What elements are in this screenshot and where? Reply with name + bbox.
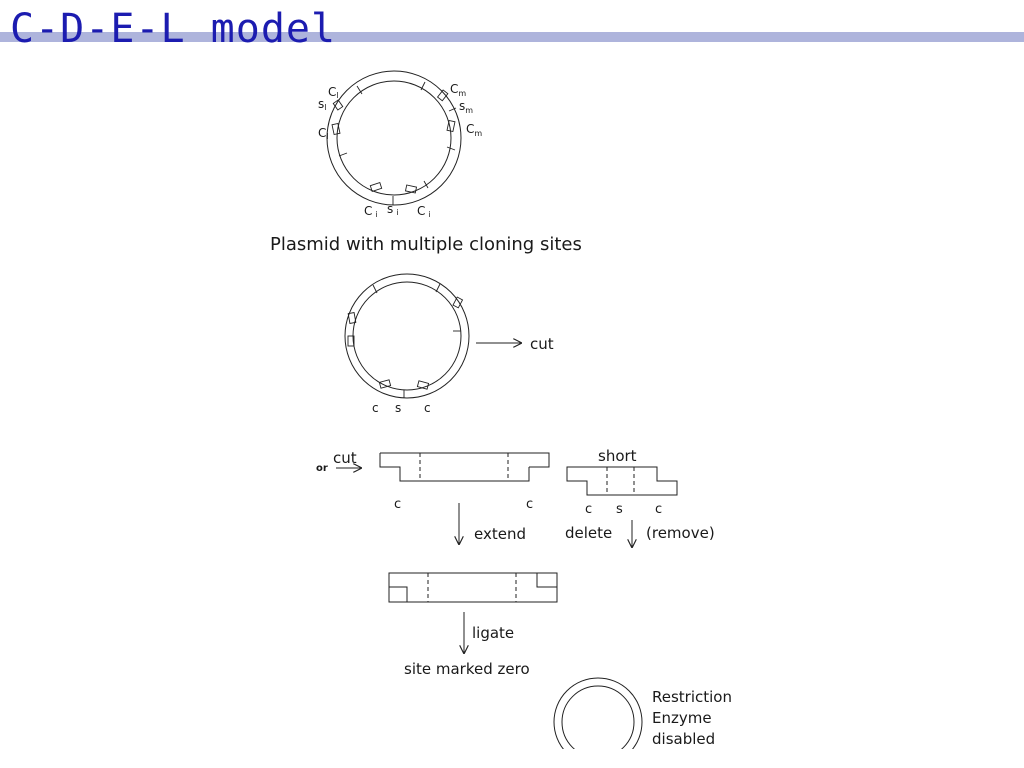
result-line-1: Restriction — [652, 688, 732, 706]
site-label-cl-bottom: Cl — [318, 126, 329, 141]
or-label: or — [316, 463, 328, 474]
extended-fill-right — [536, 573, 557, 588]
short-fragment-outline — [566, 466, 678, 496]
cut-arrow-label: cut — [530, 335, 554, 353]
plasmid-cut-step — [344, 273, 470, 399]
plasmid2-label-c-right: c — [424, 401, 431, 415]
long-fragment-outline — [379, 452, 550, 482]
site-label-cm-bottom: Cm — [466, 122, 482, 138]
extended-fragment-outline — [388, 572, 558, 603]
or-cut-label: cut — [333, 449, 357, 467]
short-fragment-label-c-right: c — [655, 502, 662, 517]
extended-fill-left — [389, 586, 408, 602]
short-label: short — [598, 447, 637, 465]
delete-label: delete — [565, 524, 612, 542]
ligate-label: ligate — [472, 624, 514, 642]
site-marked-zero-label: site marked zero — [404, 660, 530, 678]
plasmid2-site-ticks — [372, 283, 461, 398]
plasmid-outer-ring — [326, 70, 462, 206]
remove-label: (remove) — [646, 524, 715, 542]
result-line-3: disabled — [652, 730, 715, 748]
short-fragment — [566, 466, 678, 496]
plasmid-site-ticks — [338, 81, 457, 205]
plasmid-site-boxes — [331, 89, 456, 194]
plasmid-caption: Plasmid with multiple cloning sites — [270, 234, 582, 255]
result-inner-ring — [561, 685, 635, 759]
long-fragment — [379, 452, 550, 482]
plasmid2-label-c-left: c — [372, 401, 379, 415]
plasmid-inner-ring — [336, 80, 452, 196]
plasmid2-outer-ring — [344, 273, 470, 399]
site-label-cm-top: Cm — [450, 82, 466, 98]
site-label-sl: sl — [318, 97, 327, 112]
site-label-cl-top: Cl — [328, 85, 339, 100]
extend-label: extend — [474, 525, 526, 543]
plasmid2-label-s: s — [395, 401, 401, 415]
plasmid2-inner-ring — [352, 281, 462, 391]
plasmid-multiple-sites — [326, 70, 462, 206]
long-fragment-label-c-left: c — [394, 497, 401, 512]
plasmid2-site-boxes — [347, 296, 464, 390]
short-fragment-label-c-left: c — [585, 502, 592, 517]
title-bar — [0, 32, 1024, 42]
long-fragment-label-c-right: c — [526, 497, 533, 512]
result-line-2: Enzyme — [652, 709, 712, 727]
result-crop — [540, 749, 660, 768]
slide-title: C-D-E-L model — [10, 6, 337, 52]
extended-fragment — [388, 572, 558, 603]
site-label-sm: sm — [459, 99, 473, 115]
short-fragment-label-s: s — [616, 502, 623, 517]
